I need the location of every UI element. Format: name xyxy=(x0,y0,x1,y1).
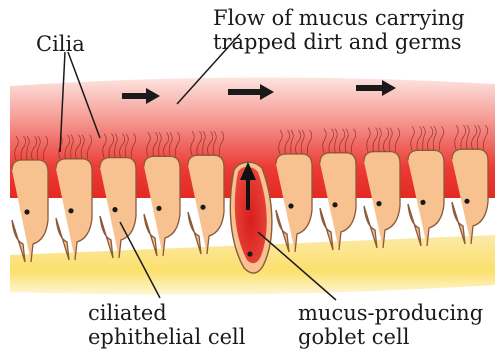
cell-nucleus xyxy=(24,209,29,214)
goblet-cell-label: mucus-producing goblet cell xyxy=(298,301,483,349)
goblet-label-line2: goblet cell xyxy=(298,325,483,349)
cell-nucleus xyxy=(376,201,381,206)
ciliated-epithelial-cell xyxy=(12,160,48,262)
cilia-label: Cilia xyxy=(36,32,85,56)
goblet-label-line1: mucus-producing xyxy=(298,301,483,325)
ciliated-epithelial-cell-label: ciliated ephithelial cell xyxy=(88,301,245,349)
cell-nucleus xyxy=(288,203,293,208)
ciliated-epithelial-cell xyxy=(320,153,356,250)
ciliated-epithelial-cell xyxy=(364,152,400,248)
cell-nucleus xyxy=(156,206,161,211)
ciliated-label-line1: ciliated xyxy=(88,301,245,325)
flow-label-line2: trapped dirt and germs xyxy=(213,30,465,54)
ciliated-epithelial-cell xyxy=(56,159,92,260)
cilia-label-text: Cilia xyxy=(36,32,85,56)
ciliated-epithelial-cell xyxy=(408,150,444,246)
ciliated-epithelial-cell xyxy=(188,155,224,254)
cell-nucleus xyxy=(112,207,117,212)
ciliated-label-line2: ephithelial cell xyxy=(88,325,245,349)
cell-nucleus xyxy=(68,208,73,213)
cell-nucleus xyxy=(464,199,469,204)
cell-nucleus xyxy=(420,200,425,205)
ciliated-epithelial-cell xyxy=(276,154,312,252)
cell-nucleus xyxy=(332,202,337,207)
cell-nucleus xyxy=(200,205,205,210)
flow-label-line1: Flow of mucus carrying xyxy=(213,6,465,30)
ciliated-epithelial-cell xyxy=(144,156,180,256)
flow-of-mucus-label: Flow of mucus carrying trapped dirt and … xyxy=(213,6,465,54)
